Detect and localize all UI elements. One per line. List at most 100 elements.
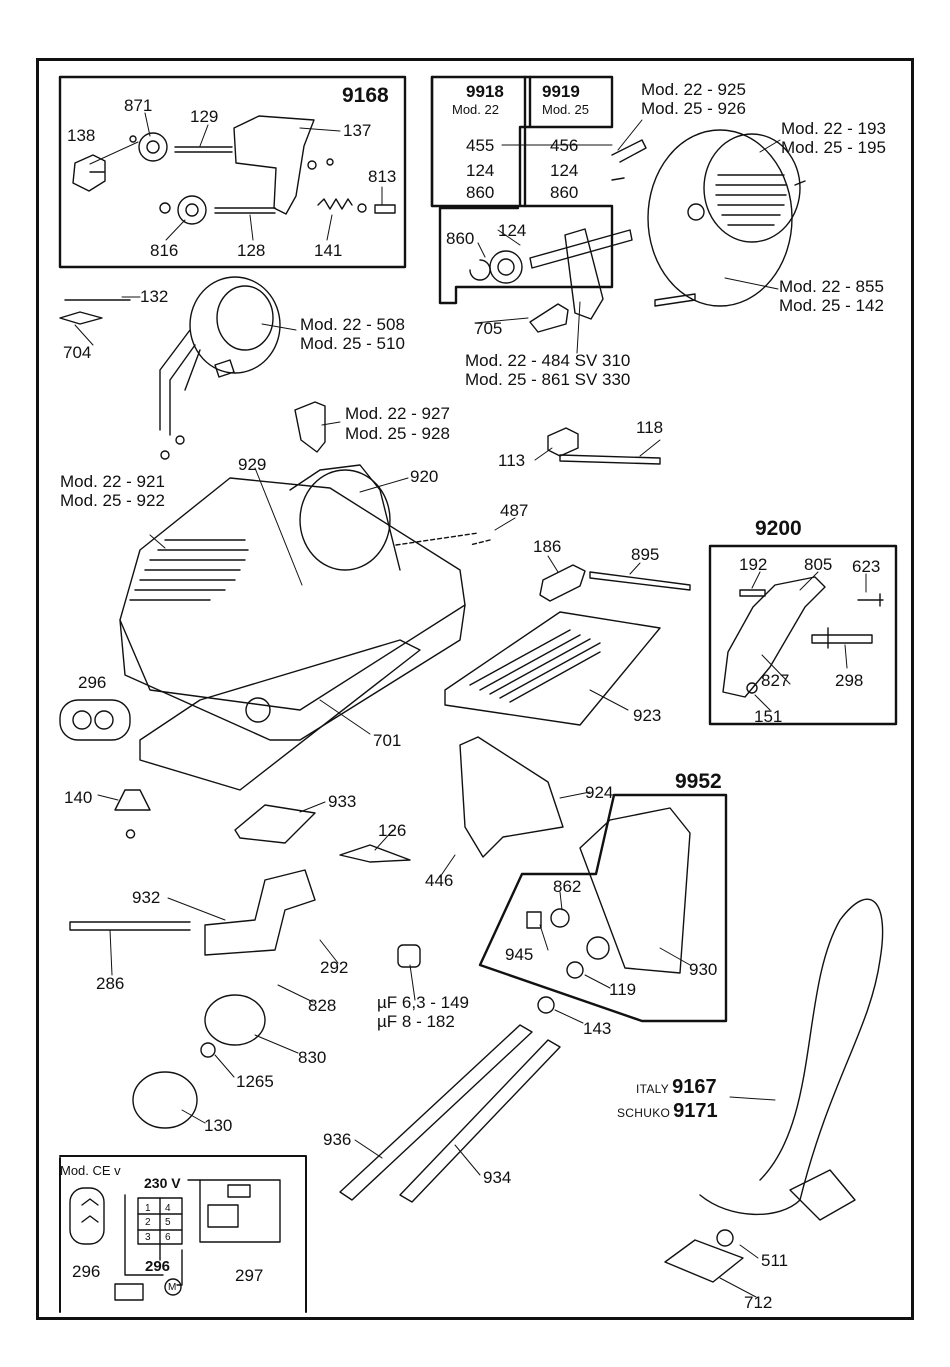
- kit-label-9919: 9919: [542, 82, 580, 101]
- part-label: 701: [373, 731, 402, 750]
- part-label: 860: [446, 229, 475, 248]
- part-label: Mod. 22 - 925: [641, 80, 746, 99]
- part-label: 830: [298, 1048, 327, 1067]
- part-label: 936: [323, 1130, 352, 1149]
- plug: [789, 1169, 856, 1221]
- switch-terminal: 2: [145, 1217, 151, 1228]
- part-label: 871: [124, 96, 153, 115]
- part-label: 296: [78, 673, 107, 692]
- part-label: 934: [483, 1168, 512, 1187]
- part-label: Mod. 25 - 926: [641, 99, 746, 118]
- kit-box-9919-divider: [523, 75, 532, 208]
- kit-label-9200: 9200: [755, 517, 802, 540]
- leader-lines: [74, 112, 867, 1298]
- bracket-113: [547, 427, 579, 457]
- part-label: Mod. 22 - 927: [345, 404, 450, 423]
- pulley-assembly: [469, 228, 633, 333]
- part-label: Mod. 25 - 195: [781, 138, 886, 157]
- part-label: 924: [585, 783, 614, 802]
- shaft-118: [559, 454, 661, 465]
- switch-terminal: 6: [165, 1232, 171, 1243]
- part-label: 128: [237, 241, 266, 260]
- part-label: 805: [804, 555, 833, 574]
- bracket-932: [204, 869, 316, 956]
- plate-712: [664, 1239, 744, 1283]
- part-label: 828: [308, 996, 337, 1015]
- part-label: Mod. 25 - 510: [300, 334, 405, 353]
- voltage-label: 230 V: [144, 1175, 181, 1191]
- part-label: 623: [852, 557, 881, 576]
- kit-box-9200: [708, 544, 898, 726]
- kit-9168-parts: [72, 115, 396, 225]
- part-label: Mod. 22 - 484 SV 310: [465, 351, 631, 370]
- motor-symbol: M: [168, 1282, 177, 1293]
- part-label: 933: [328, 792, 357, 811]
- part-label: 923: [633, 706, 662, 725]
- kit-9200-parts: [722, 576, 884, 698]
- part-label: 446: [425, 871, 454, 890]
- part-label: 124: [550, 161, 579, 180]
- part-label: 126: [378, 821, 407, 840]
- ce-circuit: [69, 1179, 281, 1301]
- part-label: Mod. 22 - 193: [781, 119, 886, 138]
- ring-143: [537, 996, 555, 1014]
- part-label: Mod. 25 - 922: [60, 491, 165, 510]
- clip-933: [234, 804, 316, 844]
- part-label: µF 8 - 182: [377, 1012, 455, 1031]
- knob-830: [204, 994, 266, 1046]
- main-body: [119, 464, 491, 791]
- rod-286: [69, 921, 191, 931]
- part-label: Mod. 22 - 855: [779, 277, 884, 296]
- part-label: 119: [609, 980, 637, 999]
- part-label: 296: [72, 1262, 101, 1281]
- part-label: 130: [204, 1116, 233, 1135]
- switch-terminal: 4: [165, 1203, 171, 1214]
- kit-box-9918-9919: [430, 75, 614, 305]
- part-label: 487: [500, 501, 529, 520]
- part-label: 129: [190, 107, 219, 126]
- part-label: 862: [553, 877, 582, 896]
- part-label: 124: [498, 221, 527, 240]
- part-label: 930: [689, 960, 718, 979]
- part-label: 705: [474, 319, 503, 338]
- lever-126: [339, 844, 411, 863]
- rod-936: [339, 1024, 533, 1201]
- part-label: 827: [761, 671, 790, 690]
- part-label: 151: [754, 707, 783, 726]
- part-label: 298: [835, 671, 864, 690]
- part-label: 143: [583, 1019, 612, 1038]
- motor: [59, 276, 281, 460]
- switch-terminal: 3: [145, 1232, 151, 1243]
- part-label: 932: [132, 888, 161, 907]
- part-label: 712: [744, 1293, 773, 1312]
- part-label: 132: [140, 287, 169, 306]
- capacitor: [397, 944, 421, 968]
- part-label: 895: [631, 545, 660, 564]
- kit-box-9168: [58, 75, 407, 269]
- cord-italy-prefix: ITALY: [636, 1082, 670, 1096]
- part-label: 704: [63, 343, 92, 362]
- part-label: 124: [466, 161, 495, 180]
- power-cord: [699, 898, 884, 1216]
- part-label: 929: [238, 455, 267, 474]
- pusher-924: [459, 736, 564, 858]
- part-label: 860: [466, 183, 495, 202]
- part-label: 286: [96, 974, 125, 993]
- ce-title: Mod. CE v: [60, 1163, 121, 1178]
- part-label: 860: [550, 183, 579, 202]
- ce-box: [59, 1155, 307, 1313]
- switch-terminal: 5: [165, 1217, 171, 1228]
- part-label: 138: [67, 126, 96, 145]
- part-label: 945: [505, 945, 534, 964]
- part-label: 141: [314, 241, 343, 260]
- part-label: Mod. 25 - 861 SV 330: [465, 370, 631, 389]
- kit-box-9952: [478, 793, 728, 1023]
- part-label: 816: [150, 241, 179, 260]
- carriage-tray: [444, 564, 691, 726]
- part-label: Mod. 22 - 508: [300, 315, 405, 334]
- switch-terminal: 1: [145, 1203, 151, 1214]
- part-label: Mod. 25 - 142: [779, 296, 884, 315]
- drawing-frame: [36, 58, 914, 1320]
- part-label: µF 6,3 - 149: [377, 993, 470, 1012]
